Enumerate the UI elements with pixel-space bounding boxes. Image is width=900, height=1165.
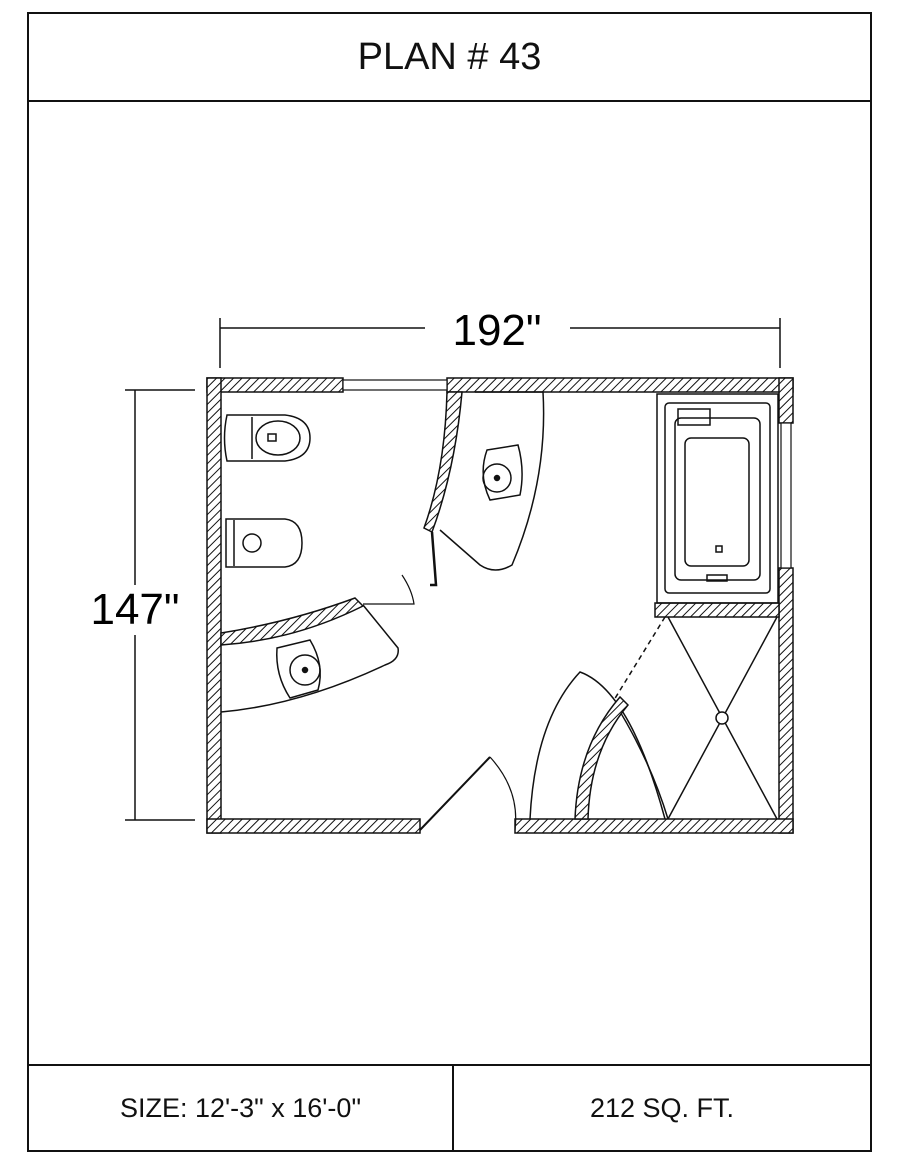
door-swing	[489, 756, 517, 831]
wc-door-swing	[363, 574, 415, 605]
partition-upper	[423, 391, 463, 534]
walls	[206, 377, 794, 834]
bidet	[225, 518, 303, 568]
shower	[529, 616, 778, 820]
bathtub	[656, 393, 779, 604]
vanity-upper	[439, 391, 545, 571]
width-dimension	[219, 318, 781, 368]
vanity-lower	[220, 604, 399, 713]
partition-lower	[220, 597, 365, 646]
height-label: 147"	[90, 585, 179, 634]
size-label: SIZE: 12'-3" x 16'-0"	[29, 1066, 454, 1150]
shower-wall	[574, 695, 630, 820]
toilet	[223, 414, 311, 462]
entry-door[interactable]	[419, 756, 491, 831]
height-dimension	[125, 389, 195, 821]
wc-door[interactable]	[430, 531, 438, 587]
plan-title: PLAN # 43	[29, 14, 870, 102]
width-label: 192"	[452, 306, 541, 355]
plan-frame: PLAN # 43 SIZE: 12'-3" x 16'-0" 212 SQ. …	[27, 12, 872, 1152]
windows	[342, 379, 792, 569]
area-label: 212 SQ. FT.	[589, 1092, 735, 1123]
plan-footer: SIZE: 12'-3" x 16'-0" 212 SQ. FT.	[29, 1064, 870, 1150]
